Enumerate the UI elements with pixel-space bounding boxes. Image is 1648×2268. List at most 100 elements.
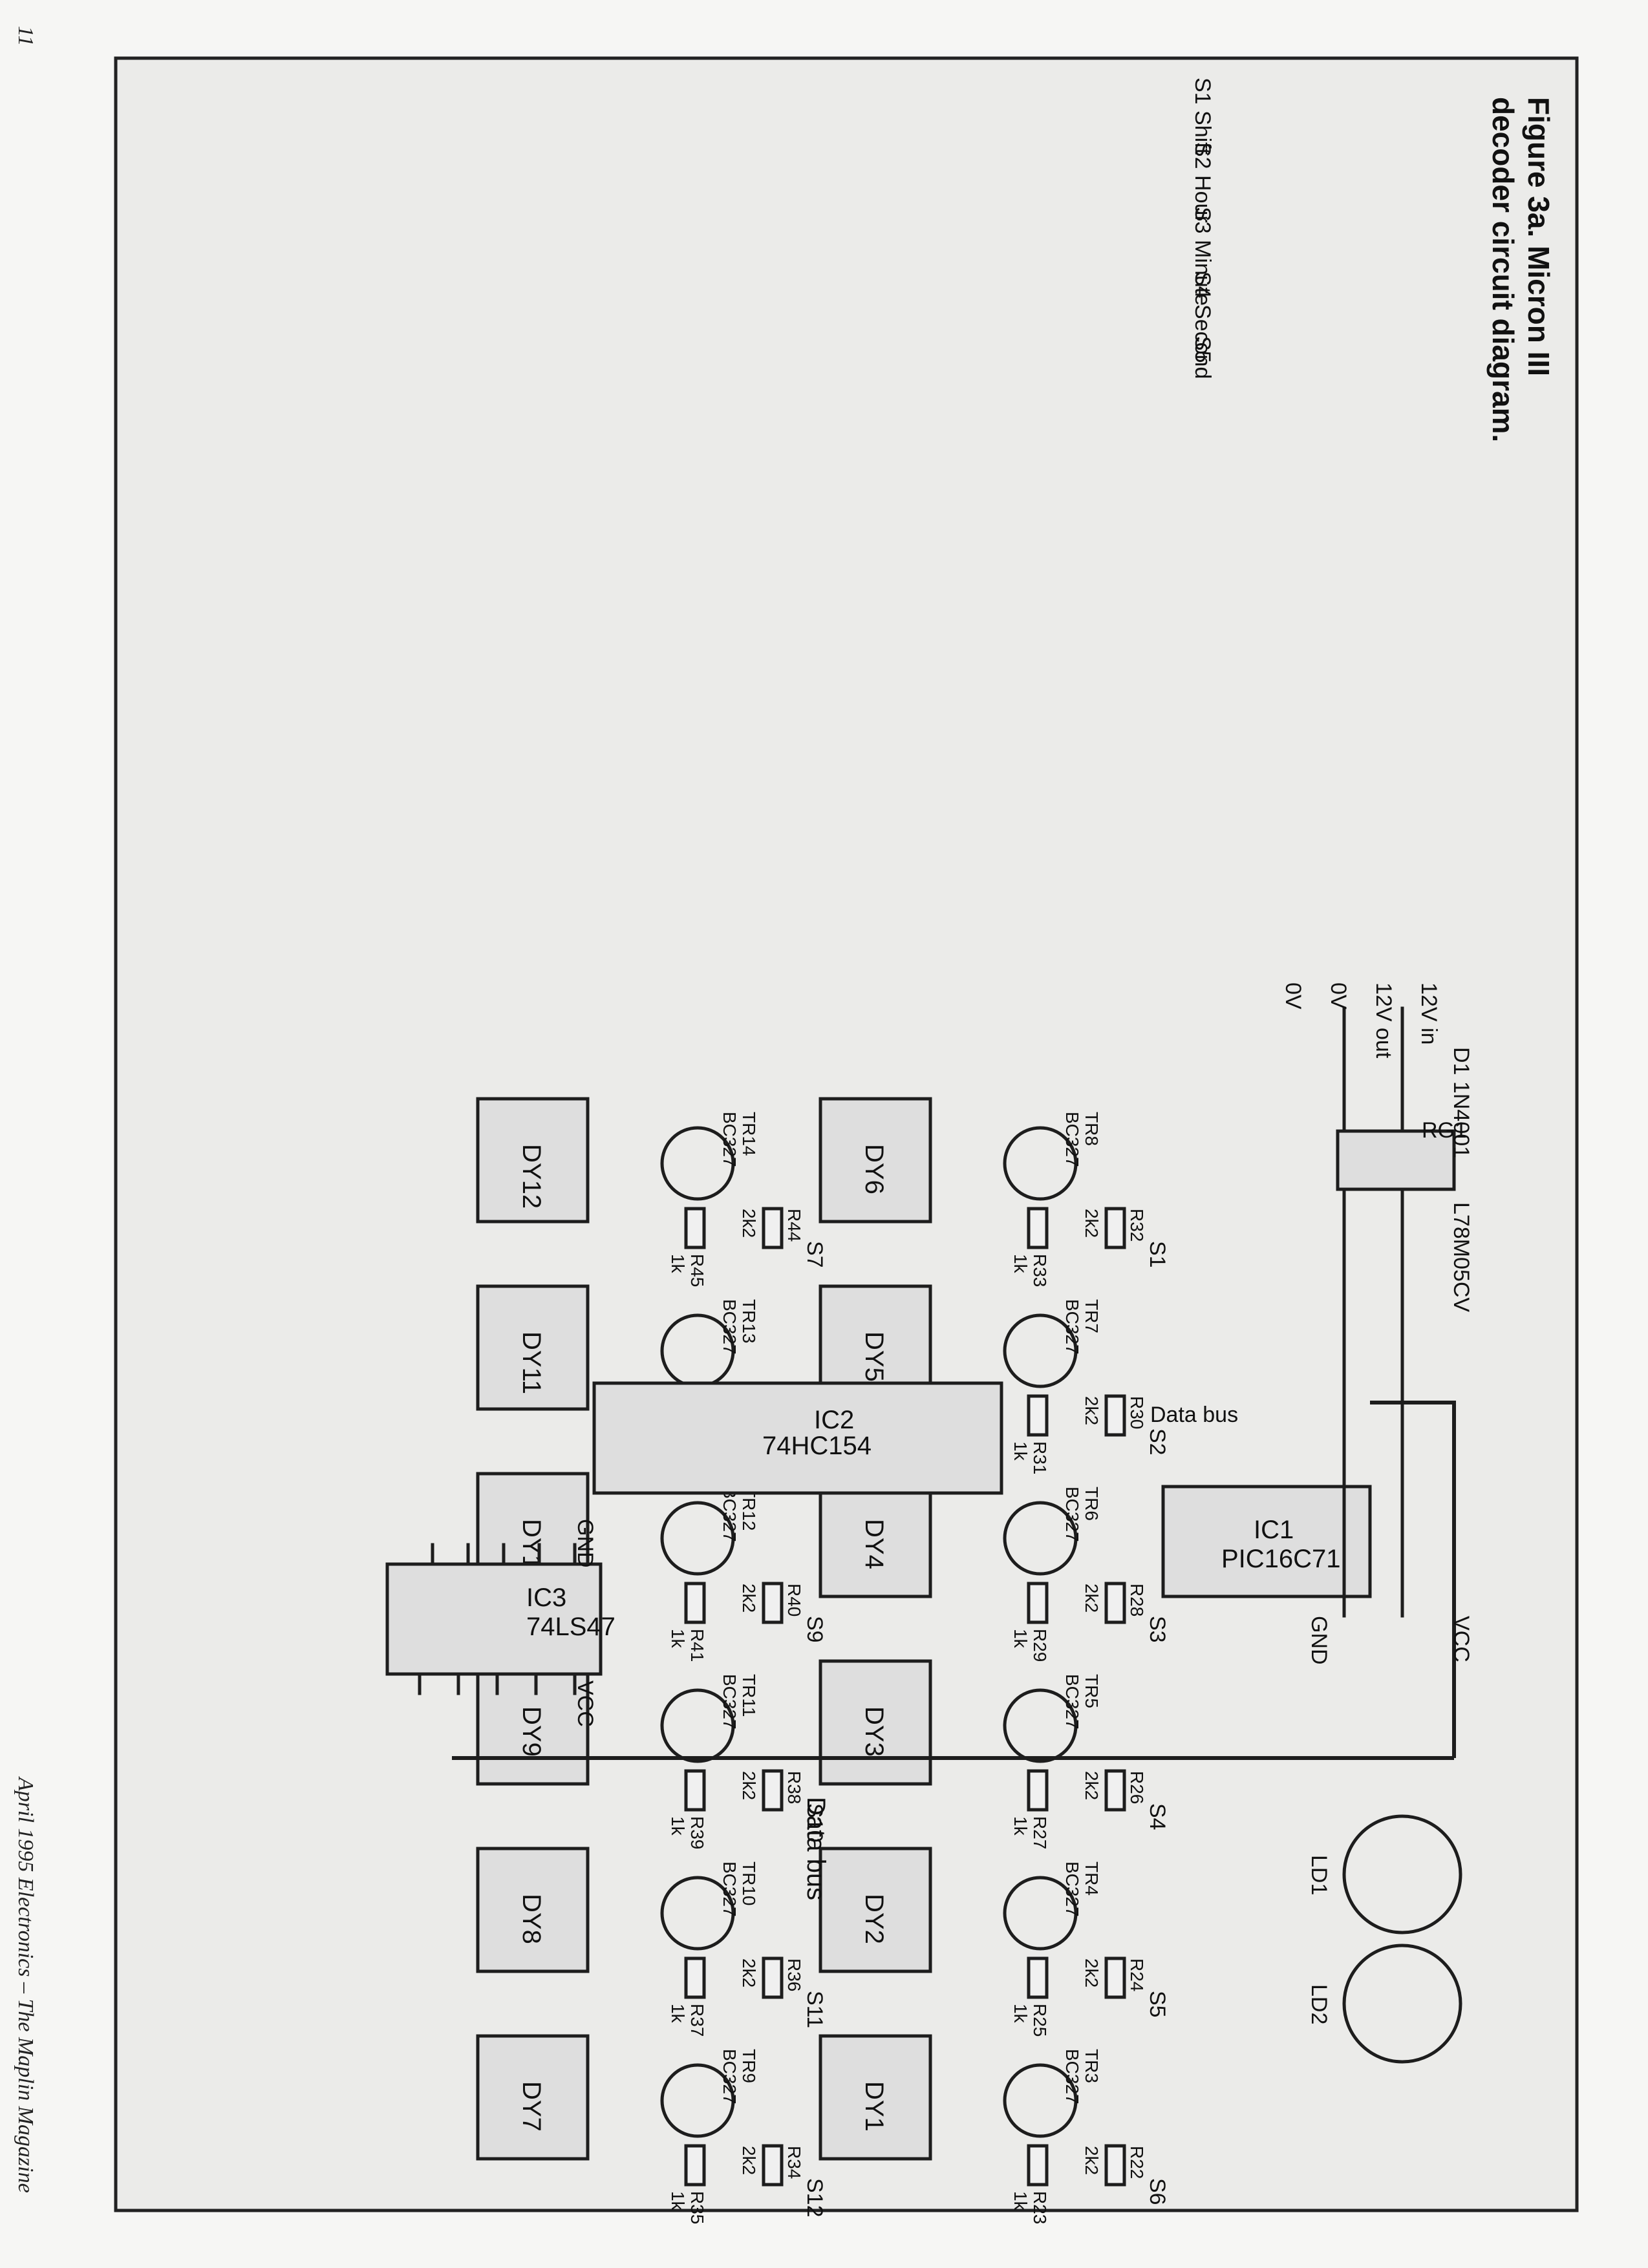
transistor-symbol — [660, 2063, 735, 2138]
transistor-ref: TR8 — [1082, 1112, 1102, 1146]
pullup-resistor-ref: R23 — [1030, 2191, 1050, 2224]
transistor-ref: TR10 — [739, 1861, 759, 1905]
transistor-ref: TR6 — [1082, 1487, 1102, 1521]
transistor-ref: TR11 — [739, 1674, 759, 1717]
pullup-resistor-ref: R39 — [687, 1816, 707, 1849]
switch-s2: S2 Hour — [1190, 142, 1215, 223]
switch-s3: S3 Minute — [1190, 207, 1215, 306]
base-resistor-value: 2k2 — [739, 2146, 759, 2175]
pullup-resistor-ref: R45 — [687, 1254, 707, 1287]
transistor-symbol — [660, 1126, 735, 1201]
base-resistor-ref: R26 — [1127, 1771, 1147, 1804]
transistor-symbol — [1003, 2063, 1078, 2138]
caption-line-2: decoder circuit diagram. — [1486, 97, 1520, 442]
pullup-resistor — [1027, 1394, 1049, 1437]
pullup-resistor-value: 1k — [668, 2004, 688, 2024]
display-ref: DY9 — [517, 1706, 546, 1757]
magazine-header: April 1995 Electronics – The Maplin Maga… — [14, 1776, 37, 2193]
base-resistor-value: 2k2 — [1082, 1584, 1102, 1613]
base-resistor-ref: R36 — [784, 1958, 804, 1991]
ic3-ref: IC3 — [526, 1584, 566, 1612]
transistor-part: BC327 — [720, 2049, 740, 2104]
base-resistor-ref: R32 — [1127, 1209, 1147, 1242]
display-ref: DY6 — [860, 1144, 888, 1194]
pullup-resistor-value: 1k — [668, 2191, 688, 2211]
display-body — [476, 2034, 590, 2161]
base-resistor-value: 2k2 — [1082, 2146, 1102, 2175]
strobe-label: S9 — [802, 1616, 827, 1643]
transistor-ref: TR14 — [739, 1112, 759, 1156]
pullup-resistor — [684, 1582, 706, 1624]
base-resistor-ref: R22 — [1127, 2146, 1147, 2179]
display-body — [819, 2034, 932, 2161]
ic2-part: 74HC154 — [762, 1432, 872, 1460]
pullup-resistor-ref: R37 — [687, 2004, 707, 2037]
switch-s5: S5 — [1190, 336, 1215, 363]
display-ref: DY11 — [517, 1331, 546, 1394]
ld1: LD1 — [1307, 1855, 1331, 1895]
strobe-label: S4 — [1145, 1803, 1170, 1830]
display-body — [819, 1847, 932, 1973]
strobe-label: S11 — [802, 1991, 827, 2028]
base-resistor-ref: R30 — [1127, 1396, 1147, 1429]
transistor-part: BC327 — [720, 1861, 740, 1917]
transistor-part: BC327 — [1062, 2049, 1082, 2104]
pullup-resistor — [1027, 1769, 1049, 1812]
pullup-resistor-value: 1k — [1011, 1441, 1031, 1461]
display-ref: DY8 — [517, 1894, 546, 1944]
base-resistor — [1104, 1394, 1126, 1437]
base-resistor-ref: R28 — [1127, 1584, 1147, 1616]
pullup-resistor — [1027, 1582, 1049, 1624]
base-resistor — [1104, 1769, 1126, 1812]
base-resistor — [1104, 1956, 1126, 1999]
strobe-label: S10 — [802, 1803, 827, 1843]
pullup-resistor-value: 1k — [1011, 1254, 1031, 1274]
zero-b: 0V — [1281, 982, 1305, 1010]
pullup-resistor-ref: R25 — [1030, 2004, 1050, 2037]
data-bus: Data bus Data bus — [452, 1401, 1456, 1900]
transistor-ref: TR13 — [739, 1299, 759, 1343]
display-ref: DY12 — [517, 1144, 546, 1209]
display-body — [819, 1659, 932, 1786]
strobe-label: S7 — [802, 1241, 827, 1268]
pullup-resistor-ref: R29 — [1030, 1629, 1050, 1662]
display-ref: DY7 — [517, 2081, 546, 2132]
page-number: 11 — [14, 26, 37, 46]
base-resistor-ref: R24 — [1127, 1958, 1147, 1991]
display-ref: DY5 — [860, 1331, 888, 1382]
transistor-symbol — [1003, 1876, 1078, 1951]
base-resistor-ref: R34 — [784, 2146, 804, 2179]
pullup-resistor — [684, 1207, 706, 1249]
ic3-gnd: GND — [573, 1519, 597, 1568]
data-bus-label-2: Data bus — [1150, 1403, 1238, 1427]
pullup-resistor-value: 1k — [1011, 2004, 1031, 2024]
zero-a: 0V — [1326, 982, 1351, 1010]
base-resistor — [1104, 1207, 1126, 1249]
base-resistor-value: 2k2 — [739, 1584, 759, 1613]
pullup-resistor-ref: R41 — [687, 1629, 707, 1662]
base-resistor-ref: R40 — [784, 1584, 804, 1616]
strobe-label: S1 — [1145, 1241, 1170, 1268]
base-resistor-ref: R38 — [784, 1771, 804, 1804]
transistor-symbol — [660, 1501, 735, 1576]
d1-label: D1 1N4001 — [1449, 1047, 1473, 1158]
switch-s4: S4 Second — [1190, 271, 1215, 379]
display-ref: DY4 — [860, 1519, 888, 1569]
data-bus-label: Data bus — [802, 1797, 830, 1900]
pullup-resistor-ref: R35 — [687, 2191, 707, 2224]
pullup-resistor — [684, 1769, 706, 1812]
transistor-symbol — [1003, 1126, 1078, 1201]
display-ref: DY3 — [860, 1706, 888, 1757]
transistor-symbol — [1003, 1688, 1078, 1763]
ld2: LD2 — [1307, 1984, 1331, 2024]
base-resistor — [762, 1956, 784, 1999]
